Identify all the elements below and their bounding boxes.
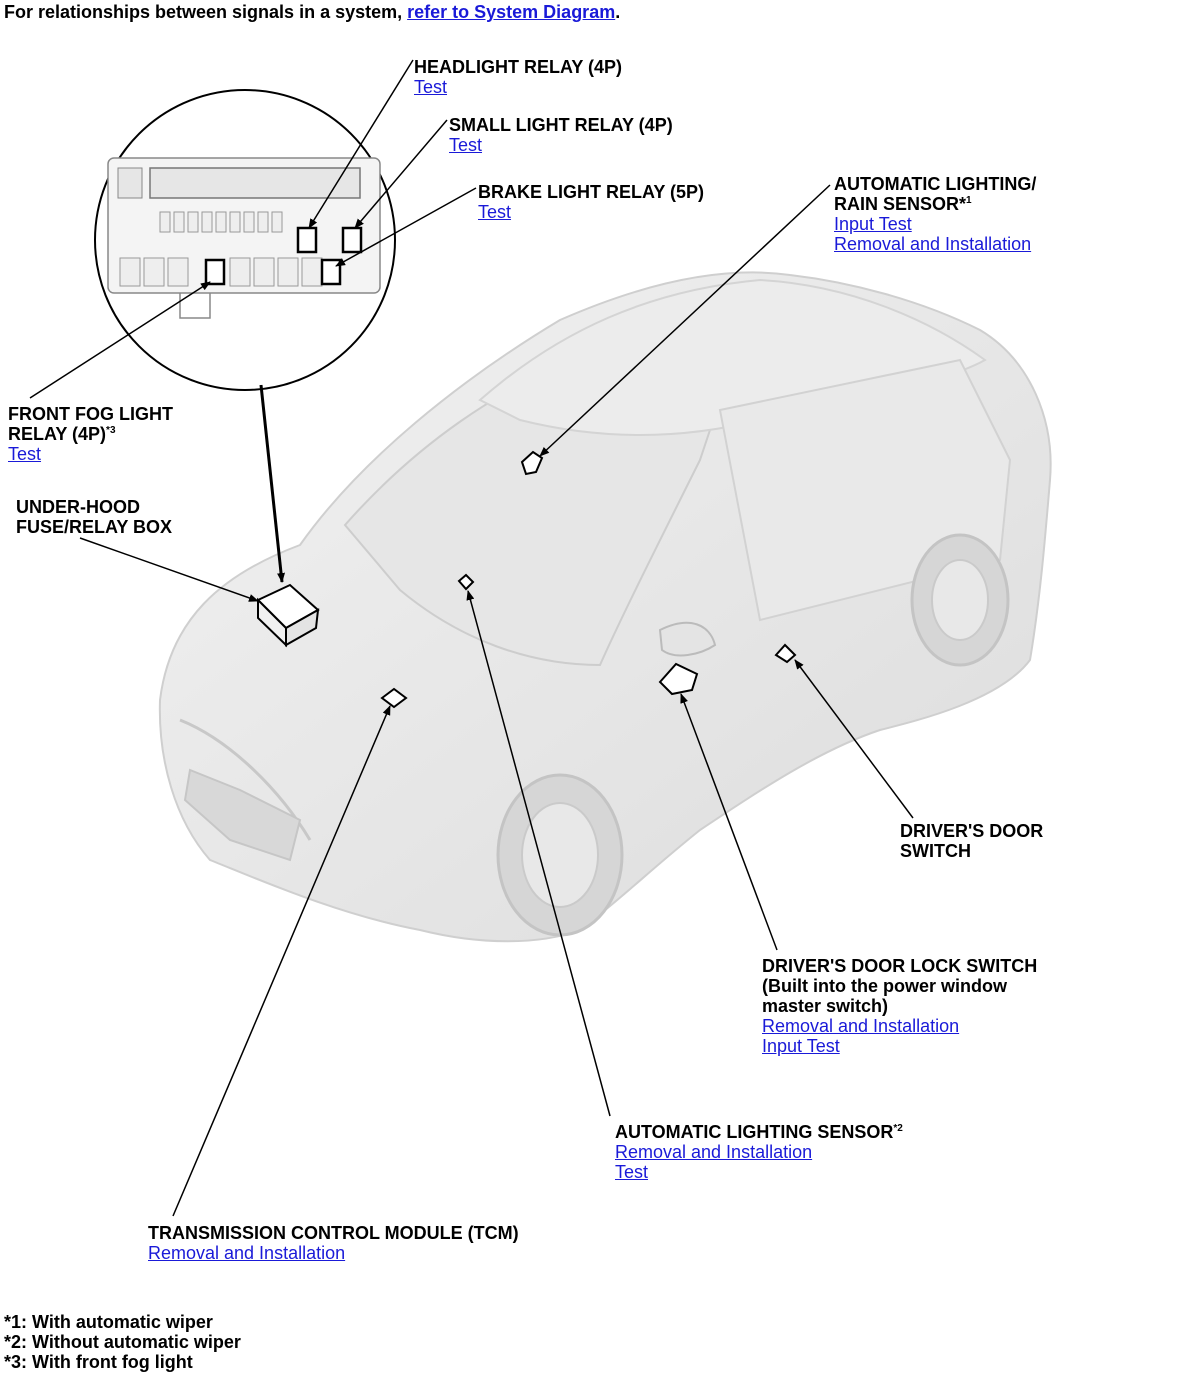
- front-fog-light-relay-marker: [204, 258, 226, 286]
- rain-sensor-title-line1: AUTOMATIC LIGHTING/: [834, 174, 1037, 194]
- footnote-ref-3: *3: [106, 425, 116, 436]
- lock-switch-title-line2: (Built into the power window: [762, 976, 1007, 996]
- door-switch-marker: [774, 643, 797, 664]
- lock-switch-input-test-link[interactable]: Input Test: [762, 1036, 840, 1056]
- auto-lighting-sensor-test-link[interactable]: Test: [615, 1162, 649, 1182]
- system-diagram-link[interactable]: refer to System Diagram: [407, 2, 616, 22]
- tcm-label: TRANSMISSION CONTROL MODULE (TCM) Remova…: [148, 1223, 519, 1263]
- small-light-relay-test-link[interactable]: Test: [449, 135, 483, 155]
- drivers-door-switch-label: DRIVER'S DOOR SWITCH: [900, 821, 1043, 861]
- auto-lighting-sensor-marker: [457, 573, 475, 591]
- auto-lighting-sensor-label: AUTOMATIC LIGHTING SENSOR*2 Removal and …: [615, 1122, 903, 1182]
- door-switch-title-line2: SWITCH: [900, 841, 971, 861]
- intro-suffix: .: [615, 2, 621, 22]
- auto-lighting-rain-sensor-label: AUTOMATIC LIGHTING/ RAIN SENSOR*1 Input …: [834, 174, 1036, 254]
- footnotes: *1: With automatic wiper *2: Without aut…: [4, 1312, 241, 1372]
- small-light-relay-title: SMALL LIGHT RELAY (4P): [449, 115, 673, 135]
- footnote-1: *1: With automatic wiper: [4, 1312, 213, 1332]
- rain-sensor-marker: [520, 450, 544, 476]
- fog-relay-title-line2: RELAY (4P)*3: [8, 424, 116, 444]
- leader-lines: [29, 59, 914, 1217]
- drivers-door-lock-switch-label: DRIVER'S DOOR LOCK SWITCH (Built into th…: [762, 956, 1037, 1056]
- footnote-2: *2: Without automatic wiper: [4, 1332, 241, 1352]
- intro-prefix: For relationships between signals in a s…: [4, 2, 408, 22]
- front-fog-light-relay-label: FRONT FOG LIGHT RELAY (4P)*3 Test: [8, 404, 173, 464]
- headlight-relay-label: HEADLIGHT RELAY (4P) Test: [414, 57, 622, 97]
- auto-lighting-sensor-removal-link[interactable]: Removal and Installation: [615, 1142, 813, 1162]
- auto-lighting-sensor-title: AUTOMATIC LIGHTING SENSOR*2: [615, 1122, 903, 1142]
- rain-sensor-input-test-link[interactable]: Input Test: [834, 214, 912, 234]
- fuse-box-title-line1: UNDER-HOOD: [16, 497, 140, 517]
- under-hood-fuse-box-marker: [256, 583, 320, 648]
- rain-sensor-title-line2: RAIN SENSOR*1: [834, 194, 972, 214]
- headlight-relay-marker: [296, 226, 318, 254]
- lock-switch-removal-link[interactable]: Removal and Installation: [762, 1016, 960, 1036]
- brake-light-relay-marker: [320, 258, 342, 286]
- lock-switch-title-line1: DRIVER'S DOOR LOCK SWITCH: [762, 956, 1038, 976]
- door-lock-switch-marker: [658, 662, 699, 696]
- vehicle-body: [158, 271, 1052, 943]
- brake-light-relay-label: BRAKE LIGHT RELAY (5P) Test: [478, 182, 704, 222]
- fuse-box-detail-circle: [94, 89, 396, 391]
- door-switch-title-line1: DRIVER'S DOOR: [900, 821, 1044, 841]
- tcm-removal-link[interactable]: Removal and Installation: [148, 1243, 346, 1263]
- fuse-box-title-line2: FUSE/RELAY BOX: [16, 517, 173, 537]
- brake-light-relay-title: BRAKE LIGHT RELAY (5P): [478, 182, 705, 202]
- footnote-ref-2: *2: [893, 1123, 903, 1134]
- headlight-relay-title: HEADLIGHT RELAY (4P): [414, 57, 623, 77]
- small-light-relay-label: SMALL LIGHT RELAY (4P) Test: [449, 115, 673, 155]
- fog-relay-test-link[interactable]: Test: [8, 444, 42, 464]
- footnote-ref-1: 1: [966, 195, 972, 206]
- tcm-marker: [380, 687, 408, 709]
- intro-text: For relationships between signals in a s…: [4, 2, 620, 23]
- under-hood-fuse-box-label: UNDER-HOOD FUSE/RELAY BOX: [16, 497, 172, 537]
- fog-relay-title-line1: FRONT FOG LIGHT: [8, 404, 173, 424]
- small-light-relay-marker: [341, 226, 363, 254]
- tcm-title: TRANSMISSION CONTROL MODULE (TCM): [148, 1223, 519, 1243]
- brake-light-relay-test-link[interactable]: Test: [478, 202, 512, 222]
- rain-sensor-removal-link[interactable]: Removal and Installation: [834, 234, 1032, 254]
- headlight-relay-test-link[interactable]: Test: [414, 77, 448, 97]
- footnote-3: *3: With front fog light: [4, 1352, 193, 1372]
- lock-switch-title-line3: master switch): [762, 996, 889, 1016]
- zoom-arrow: [259, 384, 286, 583]
